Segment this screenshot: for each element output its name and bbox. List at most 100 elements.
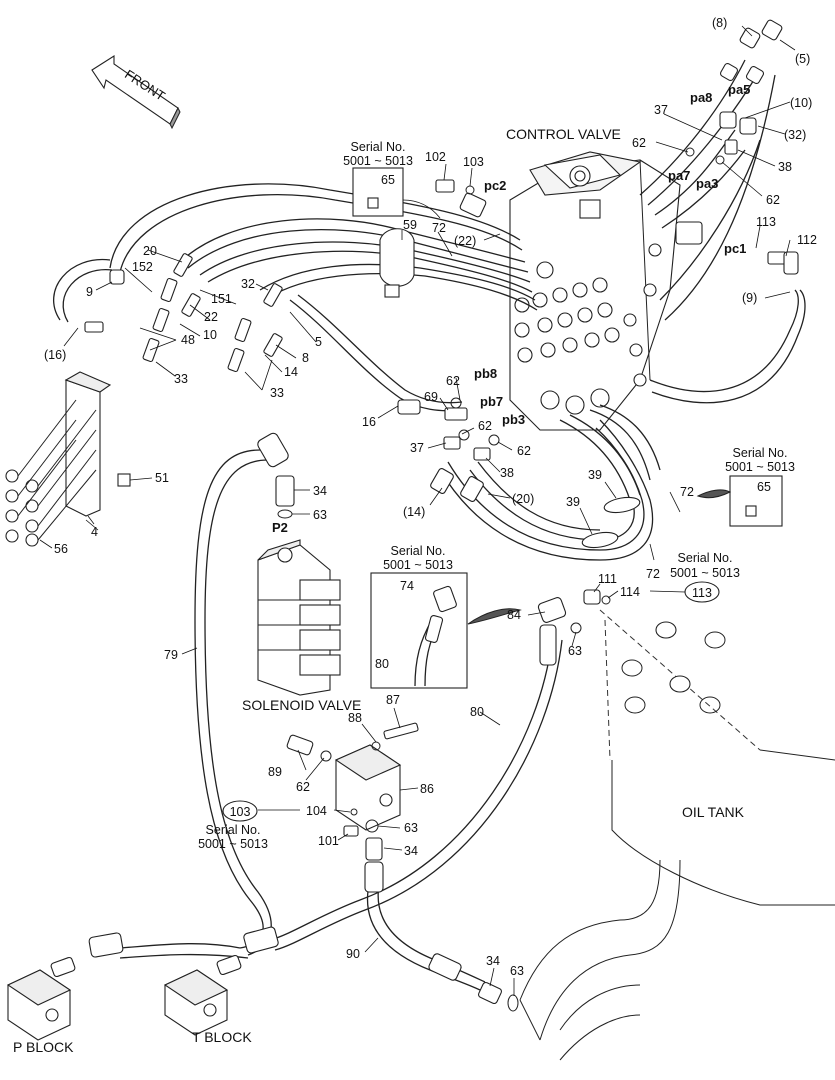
port-pa5: pa5 <box>728 82 750 97</box>
callout: (5) <box>795 52 810 66</box>
callout: 32 <box>241 277 255 291</box>
serial-note-3: Serial No. 5001 ~ 5013 <box>383 544 453 572</box>
callout: 62 <box>296 780 310 794</box>
serial-note-5: Serial No. 5001 ~ 5013 <box>198 823 268 851</box>
oil-tank-title: OIL TANK <box>682 804 745 820</box>
fitting-bracket <box>5 371 131 547</box>
callout: 34 <box>486 954 500 968</box>
valve-spool-caps <box>514 243 662 415</box>
callout: 79 <box>164 648 178 662</box>
serial-note-box-1 <box>352 167 441 219</box>
pa-port-hoses <box>639 59 806 404</box>
callout: 63 <box>313 508 327 522</box>
serial-note-part: 65 <box>381 173 395 187</box>
circled-ref-113-text: 113 <box>692 586 712 600</box>
callout: 101 <box>318 834 339 848</box>
callout: 104 <box>306 804 327 818</box>
callout: 63 <box>404 821 418 835</box>
p-block <box>6 956 76 1041</box>
callout: 56 <box>54 542 68 556</box>
callout: 39 <box>566 495 580 509</box>
callout: 8 <box>302 351 309 365</box>
serial-note-title: Serial No. <box>678 551 733 565</box>
valve-fittings <box>397 19 799 502</box>
callout: 151 <box>211 292 232 306</box>
hose-clamp-59 <box>379 228 415 298</box>
callout: 38 <box>778 160 792 174</box>
callout: 34 <box>404 844 418 858</box>
serial-note-title: Serial No. <box>391 544 446 558</box>
callout: (32) <box>784 128 806 142</box>
callout: 114 <box>620 585 640 599</box>
serial-note-range: 5001 ~ 5013 <box>198 837 268 851</box>
callout: 62 <box>478 419 492 433</box>
serial-note-4: Serial No. 5001 ~ 5013 <box>670 551 740 580</box>
serial-note-box-2 <box>696 475 783 527</box>
callout: 72 <box>680 485 694 499</box>
part-callouts: (8) (5) pa8 pa5 (10) 37 (32) 62 38 62 10… <box>44 16 817 978</box>
callout: 38 <box>500 466 514 480</box>
callout: (22) <box>454 234 476 248</box>
callout: 51 <box>155 471 169 485</box>
serial-note-range: 5001 ~ 5013 <box>670 566 740 580</box>
solenoid-valve-title: SOLENOID VALVE <box>242 697 361 713</box>
port-pb8: pb8 <box>474 366 497 381</box>
callout: (20) <box>512 492 534 506</box>
t-block-title: T BLOCK <box>192 1029 252 1045</box>
callout: 14 <box>284 365 298 379</box>
serial-note-title: Serial No. <box>733 446 788 460</box>
oil-tank <box>519 589 835 1061</box>
callout: 9 <box>86 285 93 299</box>
callout: 102 <box>425 150 446 164</box>
p-block-title: P BLOCK <box>13 1039 74 1055</box>
callout: 20 <box>143 244 157 258</box>
port-pb7: pb7 <box>480 394 503 409</box>
serial-note-1: Serial No. 5001 ~ 5013 65 <box>343 140 413 187</box>
circled-ref-103: 103 <box>222 800 258 822</box>
callout: (16) <box>44 348 66 362</box>
serial-note-range: 5001 ~ 5013 <box>383 558 453 572</box>
main-hoses <box>88 432 563 1012</box>
callout: 112 <box>797 233 817 247</box>
callout: 37 <box>410 441 424 455</box>
port-pc2: pc2 <box>484 178 506 193</box>
callout: 48 <box>181 333 195 347</box>
solenoid-valve <box>257 475 341 696</box>
callout: 62 <box>517 444 531 458</box>
callout: 111 <box>598 572 617 586</box>
callout: 72 <box>646 567 660 581</box>
callout: 103 <box>463 155 484 169</box>
port-pb3: pb3 <box>502 412 525 427</box>
bracket-fittings <box>5 469 39 547</box>
callout: 37 <box>654 103 668 117</box>
port-pa3: pa3 <box>696 176 718 191</box>
callout: 90 <box>346 947 360 961</box>
control-valve-title: CONTROL VALVE <box>506 126 621 142</box>
port-labels: pa8 pa5 pa7 pa3 pc2 pc1 pb8 pb7 pb3 P2 <box>272 82 750 535</box>
lower-pb-hoses <box>439 404 661 561</box>
callout: 39 <box>588 468 602 482</box>
callout: (14) <box>403 505 425 519</box>
leader-lines <box>39 25 796 996</box>
callout: 87 <box>386 693 400 707</box>
callout: 33 <box>174 372 188 386</box>
callout: (9) <box>742 291 757 305</box>
callout: 63 <box>510 964 524 978</box>
connector-array <box>84 253 283 373</box>
callout: 88 <box>348 711 362 725</box>
callout: 62 <box>446 374 460 388</box>
callout: 72 <box>432 221 446 235</box>
t-block <box>163 954 242 1036</box>
tee-block-86 <box>286 722 419 861</box>
callout: 113 <box>756 215 776 229</box>
tank-ports <box>537 589 726 714</box>
callout: 16 <box>362 415 376 429</box>
control-valve <box>459 151 703 431</box>
circled-ref-113: 113 <box>684 581 720 603</box>
serial-note-range: 5001 ~ 5013 <box>725 460 795 474</box>
callout: 33 <box>270 386 284 400</box>
callout: 63 <box>568 644 582 658</box>
serial-note-2: Serial No. 5001 ~ 5013 65 <box>725 446 795 494</box>
callout: 62 <box>766 193 780 207</box>
